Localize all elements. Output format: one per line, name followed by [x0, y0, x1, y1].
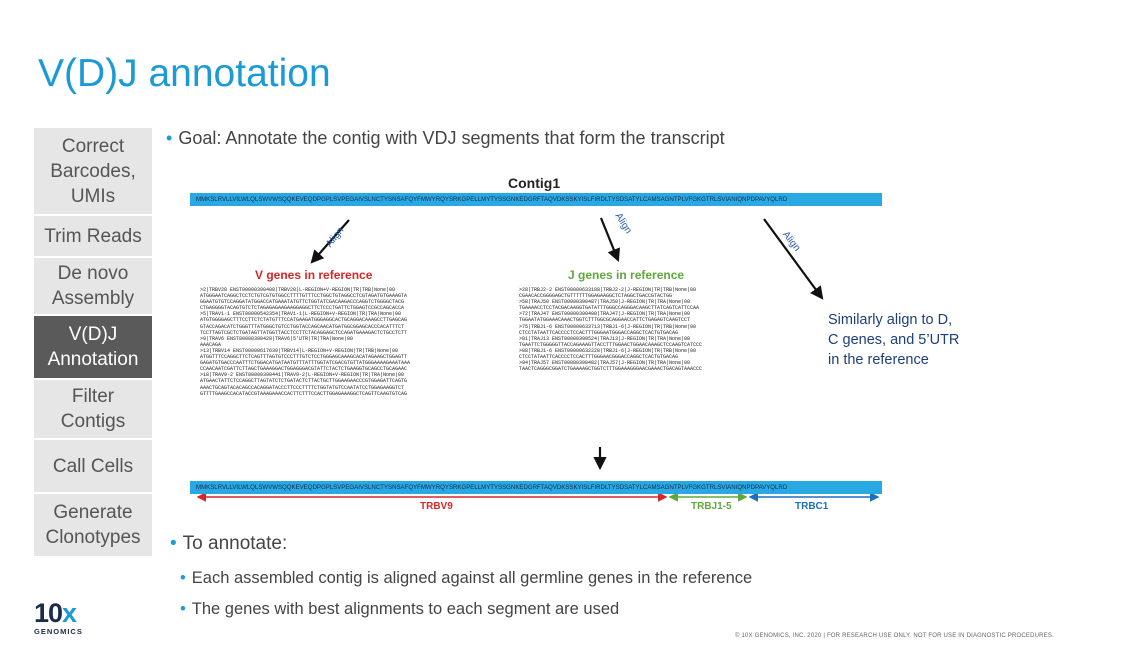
bullet-dot: • — [180, 600, 186, 618]
fasta-line: ATGTGGGGAGCTTTCCTTCTCTATGTTTCCATGAAGATGG… — [200, 317, 408, 324]
footer-disclaimer: © 10X GENOMICS, INC. 2020 | FOR RESEARCH… — [735, 633, 1054, 639]
fasta-line: >58|TRAJ50 ENST00000390487|TRAJ50|J-REGI… — [519, 299, 691, 306]
to-annotate-bullet: •To annotate: — [170, 533, 287, 555]
similar-note-line: C genes, and 5’UTR — [828, 332, 960, 348]
segment-label-j: TRBJ1-5 — [691, 501, 732, 512]
fasta-line: >81|TRAJ13 ENST00000390524|TRAJ13|J-REGI… — [519, 335, 691, 342]
align-arrow-j — [599, 217, 620, 263]
logo-mark-x: x — [62, 598, 77, 628]
fasta-line: TGAAAACCTCCTACGACAAGGTGATATTTGGGCCAGGGAC… — [519, 305, 700, 312]
sidebar-step-3: V(D)J Annotation — [34, 316, 152, 380]
fasta-line: AAACAGA — [200, 341, 222, 348]
sub-bullet-best: • The genes with best alignments to each … — [180, 600, 619, 619]
v-genes-fasta: >2|TRBV28 ENST00000390400|TRBV28|L-REGIO… — [200, 287, 497, 423]
company-logo: 10x GENOMICS — [34, 600, 83, 637]
fasta-line: TAACTCAGGGCGGATCTGAAAAGCTGGTCTTTGGAAAGGG… — [519, 366, 703, 373]
sidebar-step-label: Annotation — [47, 349, 139, 370]
sub-bullet-aligned-text: Each assembled contig is aligned against… — [191, 569, 753, 587]
logo-subtitle: GENOMICS — [34, 627, 83, 636]
bullet-dot: • — [170, 533, 177, 554]
fasta-line: GTTTTGAAGCCACATACCGTAAAGAAACCACTTCTTTCCA… — [200, 390, 408, 397]
contig-title: Contig1 — [508, 175, 561, 191]
fasta-line: ATGGTTTCCAGGCTTCTCAGTTTAGTGTCCCTTTGTCTCC… — [200, 354, 408, 361]
sidebar-step-label: Contigs — [60, 411, 126, 432]
sidebar-step-label: Barcodes, — [50, 160, 136, 182]
j-genes-fasta: >28|TRBJ2-2 ENST00000633188|TRBJ2-2|J-RE… — [519, 287, 774, 402]
fasta-line: ATGAACTATTCTCCAGGCTTAGTATCTCTGATACTCTTAC… — [200, 378, 408, 385]
sidebar-step-5: Call Cells — [34, 440, 152, 494]
slide-title: V(D)J annotation — [38, 52, 331, 95]
sub-bullet-best-text: The genes with best alignments to each s… — [191, 600, 620, 618]
fasta-line: >18|TRAV9-2 ENST00000390441|TRAV9-2|L-RE… — [200, 372, 405, 379]
sidebar-step-label: Call Cells — [52, 455, 134, 477]
bullet-dot: • — [166, 128, 173, 148]
align-label-v: Align — [323, 225, 347, 250]
segment-label-c: TRBC1 — [795, 501, 829, 512]
fasta-line: CTCCTATAATTCACCCCTCCACTTTGGGAATGGGACCAGG… — [519, 329, 679, 336]
similar-align-note: Similarly align to D, C genes, and 5’UTR i… — [828, 310, 959, 370]
goal-text: Goal: Annotate the contig with VDJ segme… — [178, 128, 725, 148]
sidebar-step-label: Clonotypes — [45, 527, 141, 548]
sidebar-step-label: Correct — [61, 135, 125, 157]
fasta-line: TGGAATATGGAAACAAACTGGTCTTTGGCGCAGGAACCAT… — [519, 317, 691, 324]
fasta-line: >2|TRBV28 ENST00000390400|TRBV28|L-REGIO… — [200, 287, 396, 293]
fasta-line: CTGAGGGGTACAGTGTCTCTAGAGAGAAGAAGGAGGCTTC… — [200, 305, 405, 312]
sidebar-step-label: UMIs — [70, 185, 116, 207]
fasta-line: >13|TRBV14 ENST00000617639|TRBV14|L-REGI… — [200, 347, 399, 354]
fasta-line: TCCTTAGTCGCTCTGATAGTTATGGTTACCTCCTTCTACA… — [200, 329, 408, 336]
fasta-line: TGAATTCTGGGGGTTACCAGAAAGTTACCTTTGGAACTGG… — [519, 341, 703, 348]
similar-note-line: in the reference — [828, 352, 929, 368]
fasta-line: CGAACACCGGGGAGCTGTTTTTTGGAGAAGGCTCTAGGCT… — [519, 293, 673, 300]
v-genes-heading: V genes in reference — [255, 268, 373, 282]
sidebar-step-label: Trim Reads — [44, 225, 142, 247]
sidebar-step-label: V(D)J — [68, 324, 118, 345]
goal-bullet: •Goal: Annotate the contig with VDJ segm… — [166, 128, 725, 149]
fasta-line: GGAATGTGTCCAGGATATGGACCATGAAATATGTTCTGGT… — [200, 299, 405, 306]
fasta-line: ATGGGAATCAGGCTCCTCTGTCGTGTGGCCTTTTGTTTCC… — [200, 293, 408, 300]
fasta-line: >9|TRAV6 ENST00000390428|TRAV6|5'UTR|TR|… — [200, 335, 354, 342]
fasta-line: >5|TRAV1-1 ENST00000542354|TRAV1-1|L-REG… — [200, 311, 402, 318]
sidebar-step-1: Trim Reads — [34, 216, 152, 258]
sidebar-step-label: Assembly — [51, 288, 135, 309]
fasta-line: GTACCAGACATCTGGGTTTATGGGCTGTCCTGGTACCAGC… — [200, 323, 405, 330]
fasta-line: >75|TRBJ1-6 ENST00000633713|TRBJ1-6|J-RE… — [519, 323, 697, 330]
annotated-sequence-bar: MMKSLRVLLVILWLQLSWVWSQQKEVEQDPGPLSVPEGAI… — [190, 481, 882, 494]
contig-sequence-bar: MMKSLRVLLVILWLQLSWVWSQQKEVEQDPGPLSVPEGAI… — [190, 193, 882, 206]
fasta-line: >88|TRBJ1-6 ENST00000632228|TRBJ1-6|J-RE… — [519, 347, 697, 354]
fasta-line: >72|TRAJ47 ENST00000390490|TRAJ47|J-REGI… — [519, 311, 691, 318]
sub-bullet-aligned: • Each assembled contig is aligned agains… — [180, 569, 752, 588]
logo-mark-main: 10 — [34, 598, 63, 628]
similar-note-line: Similarly align to D, — [828, 312, 953, 328]
sidebar-step-label: Generate — [53, 502, 133, 523]
bullet-dot: • — [180, 569, 186, 587]
sidebar-step-label: Filter — [71, 386, 115, 407]
align-label-j: Align — [612, 211, 634, 236]
to-annotate-text: To annotate: — [182, 533, 288, 554]
j-genes-heading: J genes in reference — [568, 268, 685, 282]
fasta-line: CTCCTATAATTCACCCCTCCACTTTGGGAACGGGACCAGG… — [519, 354, 679, 361]
align-label-other: Align — [779, 229, 803, 254]
fasta-line: AAACTGCAGTACACAGCCACAGGATACCCTTCCCTTTTCT… — [200, 384, 405, 391]
segment-label-v: TRBV9 — [420, 501, 453, 512]
logo-mark: 10x — [34, 600, 83, 627]
sidebar-step-label: De novo — [57, 263, 129, 284]
fasta-line: >28|TRBJ2-2 ENST00000633188|TRBJ2-2|J-RE… — [519, 287, 697, 293]
fasta-line: CCAACAATCGATTCTTAGCTGAAAGGACTGGAGGGACGTA… — [200, 366, 408, 373]
fasta-line: >94|TRAJ57 ENST00000390482|TRAJ57|J-REGI… — [519, 360, 691, 367]
fasta-line: GAGATGTGACCCAATTTCTGGACATGATAATGTTTATTTG… — [200, 360, 411, 367]
